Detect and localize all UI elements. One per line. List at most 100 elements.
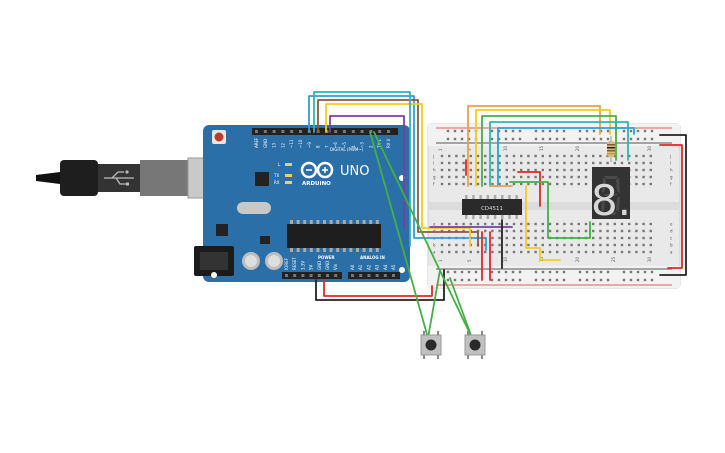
header-pin[interactable] xyxy=(263,130,267,133)
jumper-wire[interactable] xyxy=(509,181,591,239)
header-pin[interactable] xyxy=(281,130,285,133)
resistor[interactable] xyxy=(607,136,615,162)
header-pin[interactable] xyxy=(351,130,355,133)
power-pin-label: 5V xyxy=(309,264,314,270)
breadboard-row-label: h xyxy=(670,168,673,173)
power-pin-label: GND xyxy=(317,261,322,270)
jumper-wire[interactable] xyxy=(373,131,473,339)
breadboard-column-label: 20 xyxy=(575,145,580,151)
usb-chip xyxy=(255,172,269,186)
jumper-wire[interactable] xyxy=(323,279,433,297)
pushbutton-2[interactable] xyxy=(464,331,486,359)
jumper-wire[interactable] xyxy=(315,269,445,301)
header-pin[interactable] xyxy=(392,274,395,277)
jumper-wire[interactable] xyxy=(329,115,405,229)
digital-pin-label: 12 xyxy=(280,142,285,148)
header-pin[interactable] xyxy=(375,274,379,277)
analog-pin-label: A0 xyxy=(350,264,355,270)
header-pin[interactable] xyxy=(367,274,371,277)
header-pin[interactable] xyxy=(255,130,258,133)
header-pin[interactable] xyxy=(351,274,354,277)
header-pin[interactable] xyxy=(326,274,329,277)
digital-pin-label: 4 xyxy=(351,145,356,148)
jumper-wire[interactable] xyxy=(497,127,635,187)
power-pin-label: 3.3V xyxy=(300,261,305,270)
analog-pin-label: A2 xyxy=(366,264,371,270)
arduino-infinity-logo-icon xyxy=(300,161,334,179)
power-pin-label: IOREF xyxy=(284,257,289,270)
header-pin[interactable] xyxy=(301,274,305,277)
jumper-wire[interactable] xyxy=(313,91,411,247)
crystal-oscillator xyxy=(237,202,271,214)
usb-icon xyxy=(104,170,134,186)
jumper-wire[interactable] xyxy=(467,105,601,187)
digital-pin-label: RX 0 xyxy=(386,138,391,148)
reset-button[interactable] xyxy=(214,132,224,142)
header-pin[interactable] xyxy=(369,130,373,133)
breadboard-row-label: g xyxy=(433,175,436,180)
led-rx xyxy=(285,181,292,184)
header-pin[interactable] xyxy=(360,130,364,133)
jumper-wire[interactable] xyxy=(489,121,629,187)
breadboard-row-label: b xyxy=(433,243,436,248)
header-pin[interactable] xyxy=(290,130,294,133)
breadboard-row-label: g xyxy=(670,175,673,180)
digital-header[interactable] xyxy=(252,128,398,135)
digital-pin-label: ~3 xyxy=(360,142,365,148)
jumper-wire[interactable] xyxy=(517,171,541,207)
header-pin[interactable] xyxy=(343,130,346,133)
jumper-wire[interactable] xyxy=(317,99,479,247)
jumper-wire[interactable] xyxy=(325,103,471,247)
regulator xyxy=(216,224,228,236)
header-pin[interactable] xyxy=(309,274,313,277)
jumper-wire[interactable] xyxy=(449,277,473,339)
mount-hole xyxy=(211,272,217,278)
header-pin[interactable] xyxy=(293,274,297,277)
digital-pin-label: ~6 xyxy=(333,142,338,148)
jumper-wire[interactable] xyxy=(427,269,441,339)
header-pin[interactable] xyxy=(383,274,387,277)
header-pin[interactable] xyxy=(378,130,382,133)
pushbutton-2-cap xyxy=(469,339,481,351)
jumper-wire[interactable] xyxy=(369,131,429,339)
jumper-wire[interactable] xyxy=(525,185,561,261)
header-pin[interactable] xyxy=(334,274,338,277)
analog-pin-label: A3 xyxy=(375,264,380,270)
analog-pin-label: A5 xyxy=(391,264,396,270)
breadboard-row-label: j xyxy=(432,154,434,159)
breadboard-column-label: 30 xyxy=(647,256,652,262)
led-l-label: L xyxy=(278,162,281,167)
jumper-wire[interactable] xyxy=(659,144,683,269)
analog-header[interactable] xyxy=(348,272,400,279)
digital-pin-label: 13 xyxy=(272,142,277,148)
jumper-wire[interactable] xyxy=(481,115,617,187)
display-digit: 8. xyxy=(591,176,631,225)
breadboard-column-label: 20 xyxy=(575,256,580,262)
center-channel xyxy=(428,202,680,210)
header-pin[interactable] xyxy=(387,130,390,133)
breadboard-column-label: 10 xyxy=(503,256,508,262)
jumper-wire[interactable] xyxy=(308,95,487,251)
header-pin[interactable] xyxy=(334,130,338,133)
cd4511-ic[interactable]: CD4511 xyxy=(462,195,522,219)
jumper-wire[interactable] xyxy=(659,134,687,276)
digital-pin-label: 7 xyxy=(324,145,329,148)
wires[interactable] xyxy=(308,91,687,339)
header-pin[interactable] xyxy=(285,274,288,277)
breadboard-column-label: 15 xyxy=(539,145,544,151)
digital-pin-label: GND xyxy=(263,139,268,148)
header-pin[interactable] xyxy=(317,274,321,277)
header-pin[interactable] xyxy=(272,130,276,133)
pushbutton-1[interactable] xyxy=(420,331,442,359)
digital-pin-label: 2 xyxy=(368,145,373,148)
breadboard-column-label: 10 xyxy=(503,145,508,151)
breadboard-row-label: a xyxy=(433,250,436,255)
seven-segment-display[interactable]: 8. xyxy=(591,167,631,225)
display-segments xyxy=(601,176,626,215)
digital-header-label: DIGITAL (PWM~) xyxy=(330,147,364,152)
header-pin[interactable] xyxy=(299,130,302,133)
header-pin[interactable] xyxy=(359,274,363,277)
